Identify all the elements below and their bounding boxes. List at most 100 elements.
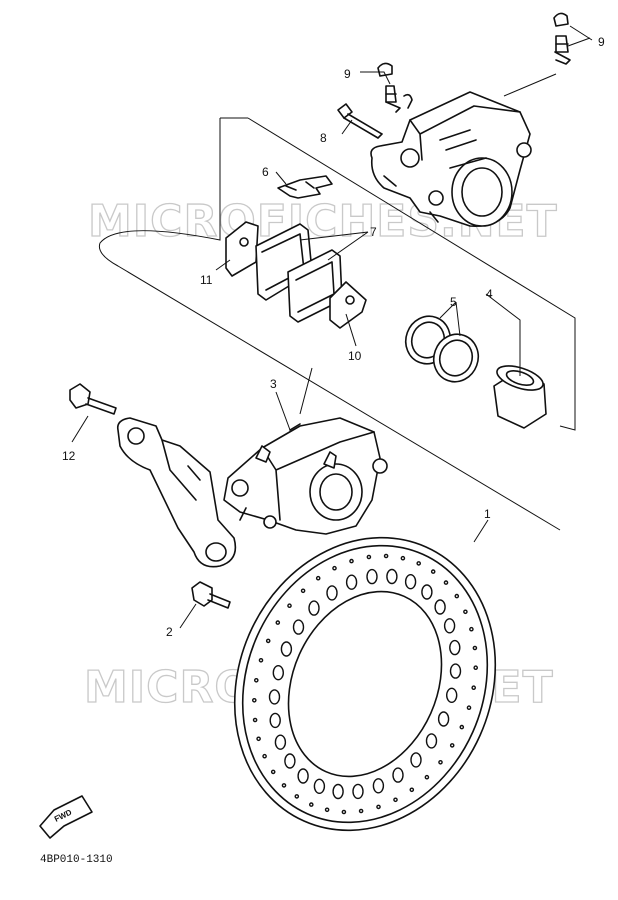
brake-pad-right: [287, 249, 343, 323]
disc-perforation: [400, 555, 406, 561]
disc-perforation: [252, 717, 258, 723]
disc-perforation: [366, 554, 372, 560]
disc-hole: [437, 711, 450, 727]
disc-perforation: [287, 603, 292, 609]
disc-perforation: [454, 593, 460, 599]
bleeder-screw-upper: [553, 12, 571, 65]
caliper-assembly: [223, 417, 388, 535]
pin-bolt: [337, 103, 383, 139]
disc-perforation: [294, 794, 300, 799]
disc-hole: [280, 641, 293, 657]
disc-perforation: [430, 569, 436, 574]
caliper-bracket: [116, 417, 237, 568]
disc-perforation: [376, 804, 381, 810]
disc-perforation: [332, 565, 337, 571]
disc-hole: [326, 585, 338, 601]
disc-hole: [434, 599, 446, 615]
callout-1: 1: [484, 507, 491, 521]
disc-perforation: [315, 575, 321, 581]
caliper-bracket-bolt: [69, 383, 117, 415]
disc-perforation: [349, 558, 354, 564]
disc-perforation: [416, 561, 422, 566]
disc-hole: [446, 687, 458, 703]
callout-7: 7: [370, 225, 377, 239]
part-callouts: 1 2 3 4 5 6 7 8 9 9 10 11 12: [62, 35, 605, 639]
caliper-body-upper: [370, 91, 532, 227]
callout-5: 5: [450, 295, 457, 309]
disc-perforation: [471, 685, 477, 691]
callout-12: 12: [62, 449, 76, 463]
disc-perforation: [281, 783, 287, 788]
figure-code: 4BP010-1310: [40, 854, 113, 866]
disc-perforation: [472, 645, 478, 651]
disc-perforation: [300, 588, 306, 594]
disc-perforation: [341, 809, 347, 815]
disc-holes: [268, 568, 462, 800]
disc-perforation: [256, 736, 261, 742]
callout-3: 3: [270, 377, 277, 391]
disc-perforation: [383, 553, 389, 559]
callout-9-left: 9: [344, 67, 351, 81]
callout-8: 8: [320, 131, 327, 145]
disc-hole: [366, 568, 378, 585]
disc-perforation: [258, 658, 264, 663]
disc-perforation: [251, 698, 257, 703]
callout-10: 10: [348, 349, 362, 363]
disc-hole: [352, 783, 364, 800]
bleeder-screw-lower: [377, 62, 413, 113]
disc-perforation: [466, 705, 472, 711]
disc-hole: [392, 767, 404, 783]
disc-perforation: [253, 678, 259, 683]
disc-perforation: [265, 638, 271, 644]
callout-2: 2: [166, 625, 173, 639]
disc-hole: [421, 584, 433, 600]
disc-perforation: [409, 787, 415, 793]
disc-hole: [449, 663, 462, 679]
disc-perforation: [262, 753, 267, 759]
disc-hole: [404, 574, 417, 590]
disc-perforation: [449, 743, 455, 748]
pad-spring: [277, 175, 333, 199]
disc-perforation: [324, 807, 330, 813]
disc-hole: [308, 600, 320, 616]
disc-perforation: [275, 620, 281, 625]
disc-hole: [284, 753, 296, 769]
disc-hole: [272, 665, 284, 681]
disc-hole: [345, 574, 358, 590]
exploded-view-boundary: [98, 117, 576, 531]
disc-hole: [332, 783, 344, 800]
disc-perforation: [393, 797, 398, 803]
disc-hole: [410, 752, 422, 768]
leader-lines: [71, 25, 593, 629]
disc-perforations: [251, 553, 479, 815]
disc-perforation: [438, 760, 443, 765]
disc-hole: [292, 619, 305, 635]
disc-hole: [372, 778, 385, 794]
disc-hole: [313, 778, 326, 794]
disc-perforation: [473, 665, 479, 671]
disc-hole: [269, 712, 281, 729]
callout-11: 11: [200, 273, 213, 287]
pad-shim-right: [329, 281, 367, 329]
forward-direction-badge: FWD: [39, 795, 93, 839]
disc-hole: [274, 734, 287, 750]
callout-9-right: 9: [598, 35, 605, 49]
disc-perforation: [308, 802, 314, 807]
disc-hole: [268, 689, 281, 705]
disc-perforation: [459, 724, 465, 730]
piston-seal-kit: [404, 315, 480, 383]
disc-hole: [386, 568, 398, 585]
disc-perforation: [443, 580, 449, 585]
callout-6: 6: [262, 165, 269, 179]
disc-hole: [297, 768, 309, 784]
disc-perforation: [424, 774, 430, 780]
disc-hole: [449, 639, 461, 656]
callout-4: 4: [486, 287, 493, 301]
disc-perforation: [469, 626, 474, 632]
disc-perforation: [270, 769, 276, 775]
disc-hole: [443, 618, 456, 634]
disc-bolt: [191, 581, 231, 609]
caliper-piston: [493, 365, 547, 429]
disc-perforation: [463, 609, 468, 615]
